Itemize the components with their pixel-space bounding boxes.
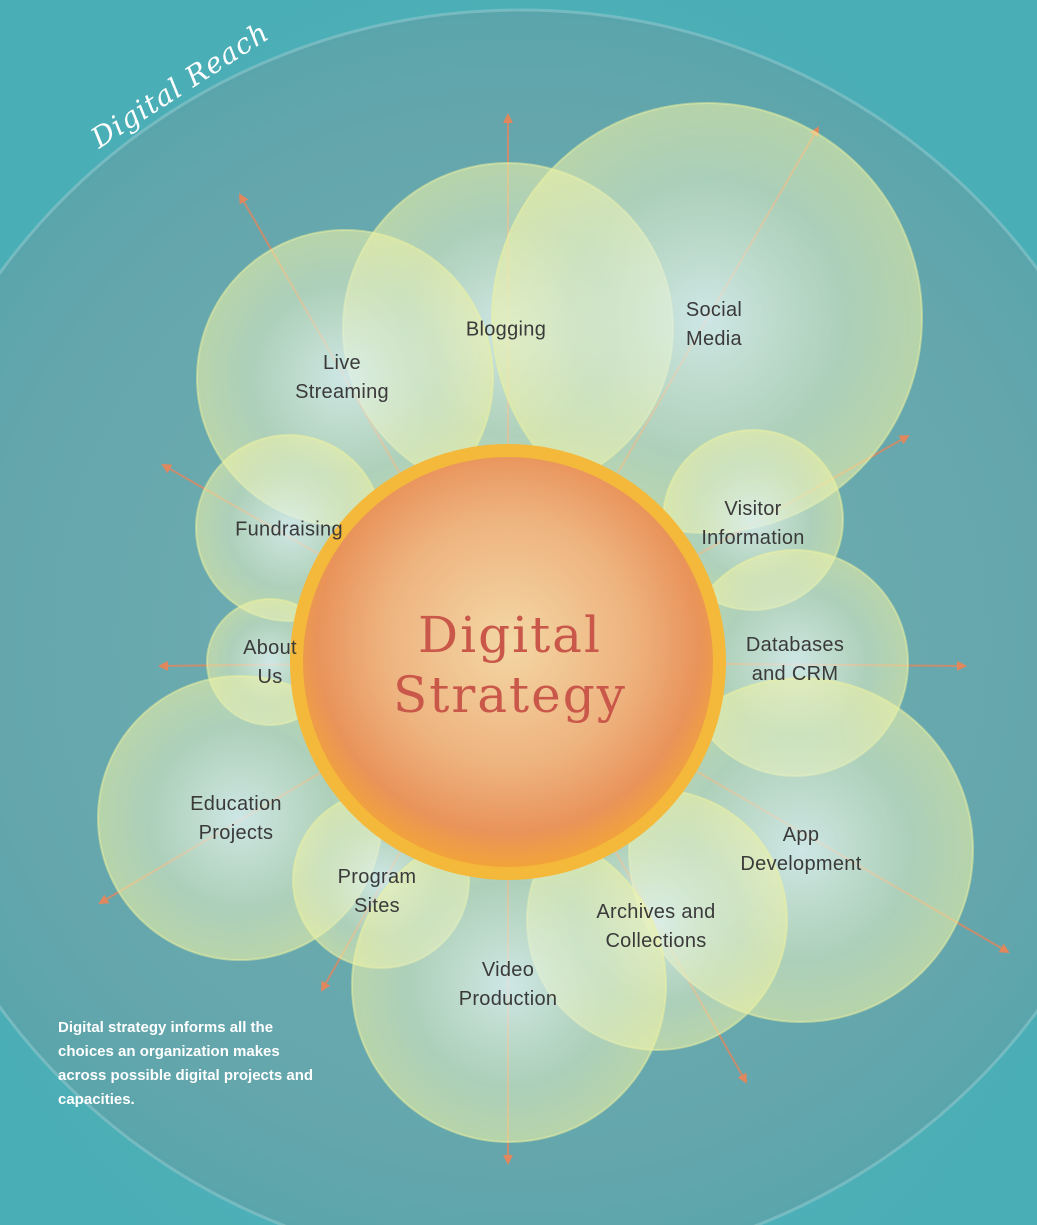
node-label-line1: Visitor	[724, 498, 782, 520]
node-about-us: About Us	[243, 634, 297, 692]
node-label-line2: and CRM	[751, 663, 839, 685]
center-title: Digital Strategy	[393, 605, 627, 725]
node-video-production: Video Production	[459, 956, 558, 1014]
node-label-line1: Archives and	[596, 901, 716, 923]
node-label-line1: Live	[323, 352, 361, 374]
node-archives-collections: Archives and Collections	[596, 898, 715, 956]
node-label-line2: Media	[686, 328, 742, 350]
node-label-line1: Databases	[745, 634, 845, 656]
node-visitor-information: Visitor Information	[701, 495, 804, 553]
node-label-line1: About	[243, 637, 297, 659]
node-databases-crm: Databases and CRM	[746, 631, 844, 689]
center-title-line1: Digital	[418, 606, 602, 664]
node-label-line1: Program	[337, 866, 417, 888]
node-label-line1: App	[782, 824, 820, 846]
node-label-line1: Education	[190, 793, 282, 815]
node-label-line1: Fundraising	[235, 518, 343, 541]
node-label-line2: Production	[458, 988, 558, 1010]
node-label-line2: Development	[740, 853, 862, 875]
node-fundraising: Fundraising	[235, 516, 343, 545]
node-label-line2: Information	[701, 527, 805, 549]
node-blogging: Blogging	[466, 316, 546, 345]
node-label-line1: Video	[481, 959, 535, 981]
node-label-line1: Blogging	[465, 318, 547, 341]
node-label-line1: Social	[685, 299, 743, 321]
node-live-streaming: Live Streaming	[295, 349, 389, 407]
node-education-projects: Education Projects	[190, 790, 282, 848]
center-title-line2: Strategy	[393, 666, 627, 724]
node-label-line2: Us	[257, 666, 283, 688]
center-circle	[303, 457, 713, 867]
node-label-line2: Sites	[354, 895, 400, 917]
node-app-development: App Development	[740, 821, 861, 879]
node-label-line2: Streaming	[295, 381, 389, 403]
caption-text: Digital strategy informs all the choices…	[58, 1019, 314, 1108]
node-label-line2: Projects	[198, 822, 274, 844]
node-program-sites: Program Sites	[338, 863, 417, 921]
node-label-line2: Collections	[605, 930, 707, 952]
node-social-media: Social Media	[686, 296, 742, 354]
